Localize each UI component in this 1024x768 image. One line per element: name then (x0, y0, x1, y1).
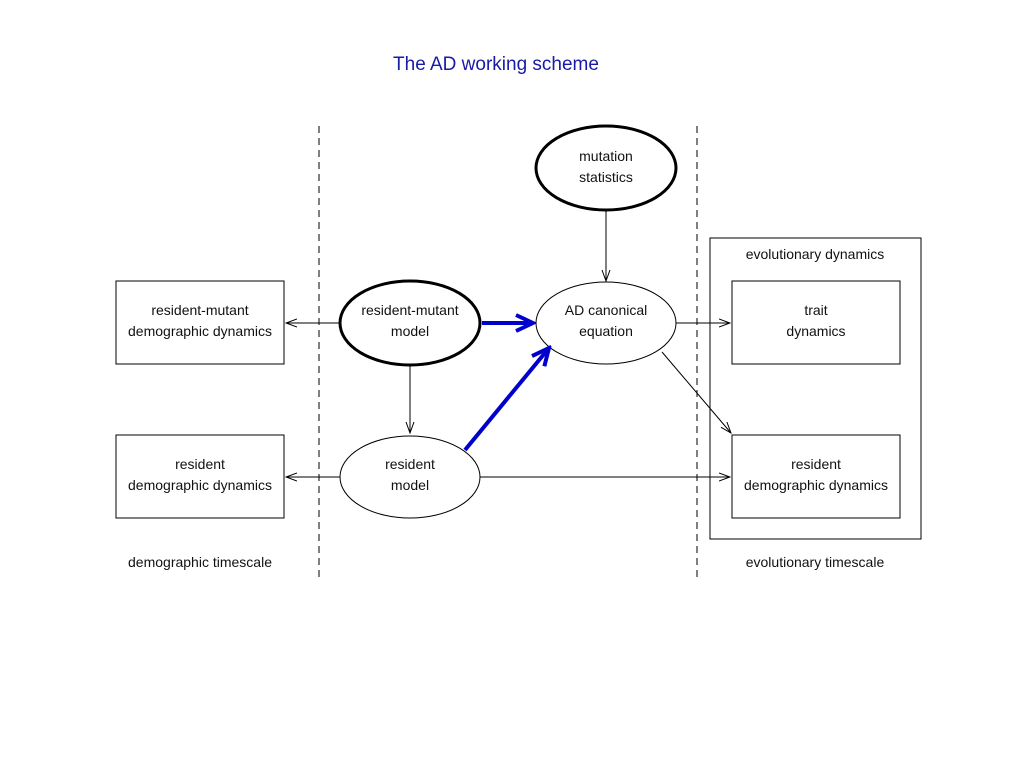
resident-model-line2: model (391, 477, 429, 493)
resident-demographic-dynamics-right-line1: resident (791, 456, 841, 472)
resident-model-line1: resident (385, 456, 435, 472)
trait-dynamics-box (731, 280, 901, 365)
ad-canonical-equation-line1: AD canonical (565, 302, 648, 318)
resident-mutant-demographic-dynamics-line1: resident-mutant (151, 302, 248, 318)
demographic-timescale-label: demographic timescale (128, 554, 272, 570)
trait-dynamics-line2: dynamics (786, 323, 845, 339)
mutation-statistics-line2: statistics (579, 169, 633, 185)
evolutionary-dynamics-group (709, 237, 922, 540)
resident-mutant-demographic-dynamics-box (115, 280, 285, 365)
ad-canonical-equation-node (535, 281, 677, 365)
ad-canonical-equation-line2: equation (579, 323, 633, 339)
resident-demographic-dynamics-right-line2: demographic dynamics (744, 477, 888, 493)
resident-mutant-demographic-dynamics-line2: demographic dynamics (128, 323, 272, 339)
resident-mutant-model-node (338, 279, 482, 367)
resident-demographic-dynamics-right-box (731, 434, 901, 519)
evolutionary-timescale-label: evolutionary timescale (746, 554, 885, 570)
trait-dynamics-line1: trait (804, 302, 827, 318)
blue-arrow-resident-model-to-canonical (463, 348, 549, 452)
evolutionary-dynamics-label: evolutionary dynamics (746, 246, 885, 262)
mutation-statistics-line1: mutation (579, 148, 633, 164)
mutation-statistics-node (534, 124, 678, 212)
slide-title: The AD working scheme (393, 54, 599, 75)
resident-demographic-dynamics-left-line1: resident (175, 456, 225, 472)
resident-mutant-model-line2: model (391, 323, 429, 339)
resident-demographic-dynamics-left-box (115, 434, 285, 519)
resident-demographic-dynamics-left-line2: demographic dynamics (128, 477, 272, 493)
resident-model-node (339, 435, 481, 519)
arrow-canonical-to-right-dynamics (661, 351, 731, 433)
resident-mutant-model-line1: resident-mutant (361, 302, 458, 318)
